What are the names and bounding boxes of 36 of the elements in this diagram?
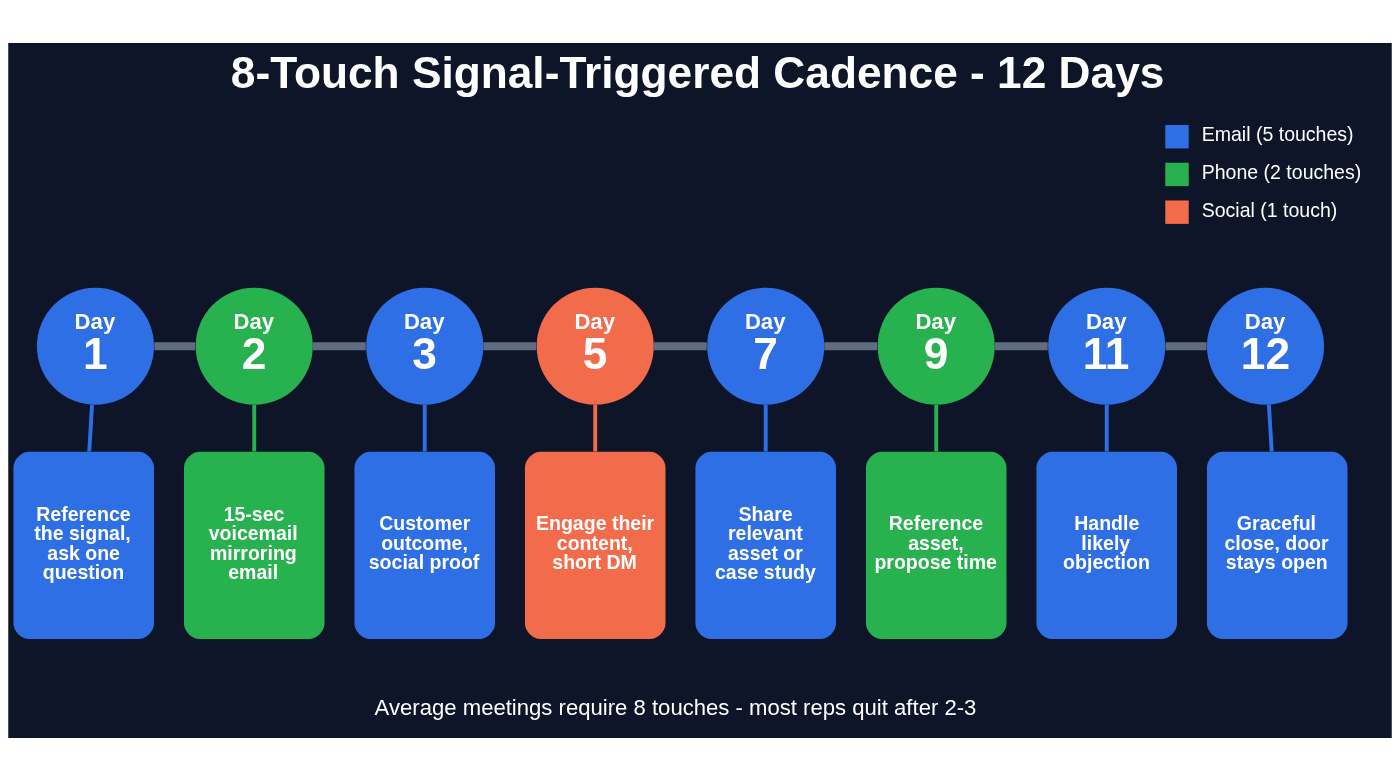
connector <box>87 404 94 452</box>
connector <box>593 404 598 452</box>
legend-label: Phone (2 touches) <box>1201 161 1362 184</box>
node-box: Reference the signal, ask one question <box>13 451 154 640</box>
connector <box>154 342 196 351</box>
legend-label: Email (5 touches) <box>1201 123 1354 146</box>
node-box: Reference asset, propose time <box>865 451 1007 640</box>
connector <box>1165 342 1207 351</box>
node-box: 15-sec voicemail mirroring email <box>183 451 325 640</box>
node-circle: Day 2 <box>195 287 313 405</box>
connector <box>312 342 366 351</box>
connector <box>653 342 707 351</box>
node-circle: Day 11 <box>1048 287 1166 405</box>
caption: Average meetings require 8 touches - most reps quit after 2-3 <box>374 694 977 720</box>
node-circle: Day 5 <box>536 287 654 405</box>
connector <box>934 404 939 452</box>
node-circle: Day 7 <box>707 287 825 405</box>
connector <box>483 342 537 351</box>
node-circle: Day 9 <box>877 287 995 405</box>
diagram-title: 8-Touch Signal-Triggered Cadence - 12 Days <box>230 47 1165 97</box>
legend-label: Social (1 touch) <box>1201 198 1338 221</box>
connector <box>994 342 1048 351</box>
connector <box>1266 404 1274 452</box>
node-circle: Day 1 <box>36 287 154 405</box>
connector <box>1104 404 1109 452</box>
node-box: Handle likely objection <box>1036 451 1177 640</box>
connector <box>763 404 768 452</box>
node-box: Customer outcome, social proof <box>354 451 495 640</box>
node-box: Share relevant asset or case study <box>695 451 836 640</box>
connector <box>422 404 427 452</box>
node-box: Engage their content, short DM <box>524 451 666 640</box>
connector <box>252 404 257 452</box>
connector <box>824 342 878 351</box>
node-box: Graceful close, door stays open <box>1206 451 1348 640</box>
node-circle: Day 3 <box>366 287 484 405</box>
node-circle: Day 12 <box>1206 287 1325 405</box>
